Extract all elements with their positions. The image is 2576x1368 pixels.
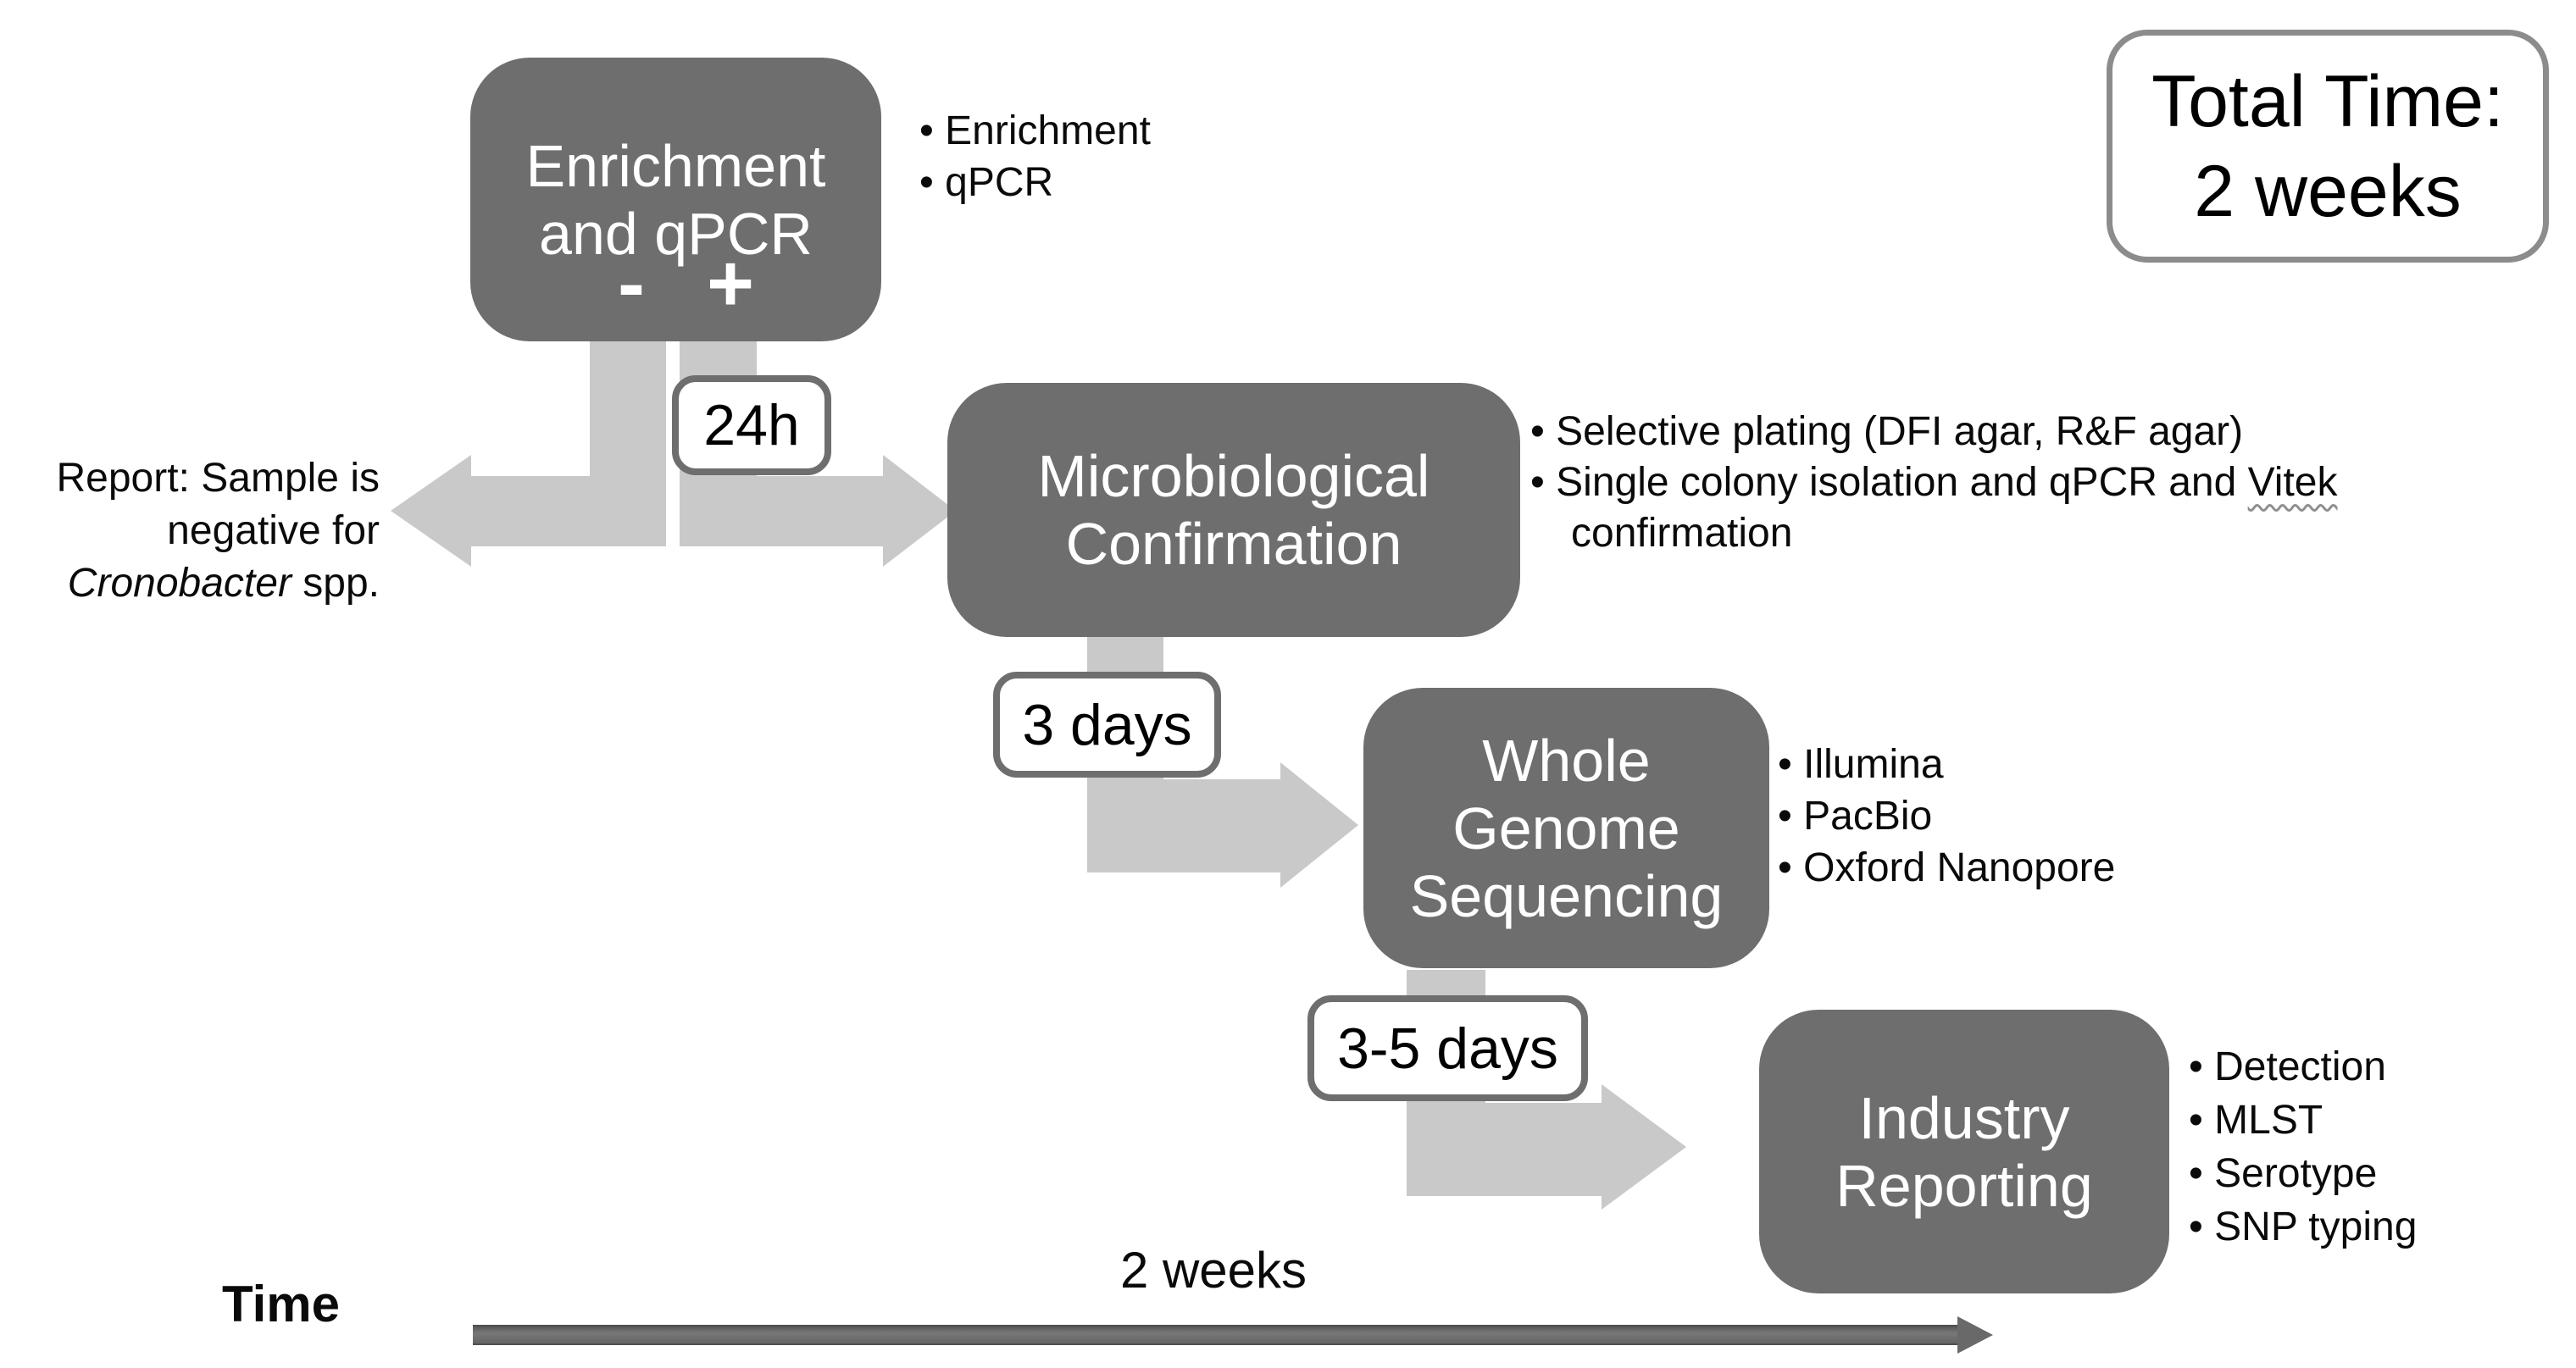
stage-title-line: Genome: [1452, 795, 1680, 861]
wgs-to-industry-arrowhead-right: [1602, 1084, 1686, 1210]
negative-result-symbol: -: [618, 238, 645, 329]
time-axis-bar: [473, 1325, 1957, 1345]
species-suffix: spp.: [291, 561, 380, 606]
stage-box-industry-reporting: Industry Reporting: [1759, 1010, 2169, 1293]
total-time-box: Total Time: 2 weeks: [2107, 30, 2549, 263]
total-time-line1: Total Time:: [2151, 60, 2504, 142]
micro-bullet-list: • Selective plating (DFI agar, R&F agar)…: [1530, 407, 2530, 559]
list-item: • Detection: [2189, 1044, 2386, 1089]
stage-title-line: Enrichment: [525, 133, 826, 199]
report-line: Report: Sample is: [56, 456, 380, 501]
time-axis-arrowhead: [1957, 1316, 1993, 1354]
wgs-bullet-list: • Illumina • PacBio • Oxford Nanopore: [1778, 739, 2115, 894]
stage-title-line: Microbiological: [1037, 443, 1430, 509]
list-item-text: • Single colony isolation and qPCR and: [1530, 460, 2248, 505]
industry-bullet-list: • Detection • MLST • Serotype • SNP typi…: [2189, 1040, 2417, 1254]
duration-label-3-days: 3 days: [993, 672, 1221, 778]
list-item: • qPCR: [919, 160, 1054, 205]
duration-label-24h: 24h: [672, 375, 831, 475]
list-item: • SNP typing: [2189, 1205, 2418, 1249]
stage-box-microbiological-confirmation: Microbiological Confirmation: [947, 383, 1520, 637]
negative-report-text: Report: Sample is negative for Cronobact…: [17, 452, 380, 610]
micro-to-wgs-arrowhead-right: [1280, 762, 1358, 888]
vitek-spellcheck-underline: Vitek: [2247, 460, 2338, 505]
duration-label-3-5-days: 3-5 days: [1307, 995, 1588, 1101]
report-line: negative for: [167, 508, 380, 553]
positive-branch-horizontal-shaft: [680, 476, 883, 546]
stage-title-line: Whole: [1482, 727, 1651, 794]
stage-box-whole-genome-sequencing: Whole Genome Sequencing: [1363, 688, 1769, 968]
positive-branch-arrowhead-right: [883, 455, 956, 567]
list-item: • MLST: [2189, 1098, 2323, 1143]
list-item: • Serotype: [2189, 1151, 2378, 1196]
stage-title-line: and qPCR: [539, 201, 813, 267]
list-item: • PacBio: [1778, 794, 1933, 839]
list-item: • Single colony isolation and qPCR and V…: [1530, 457, 2530, 559]
total-time-line2: 2 weeks: [2194, 150, 2462, 232]
negative-branch-arrowhead-left: [391, 455, 471, 567]
negative-branch-horizontal-shaft: [471, 476, 666, 546]
duration-text: 3-5 days: [1337, 1016, 1558, 1081]
list-item-wrap: confirmation: [1571, 511, 1793, 556]
stage-title-line: Sequencing: [1409, 862, 1724, 929]
stage-title-line: Reporting: [1835, 1152, 2093, 1219]
stage-box-enrichment-qpcr: Enrichment and qPCR - +: [470, 58, 881, 341]
duration-text: 3 days: [1022, 692, 1192, 757]
wgs-to-industry-horizontal-shaft: [1407, 1103, 1602, 1196]
enrichment-bullet-list: • Enrichment • qPCR: [919, 105, 1166, 208]
time-axis-label: Time: [222, 1276, 340, 1332]
stage-title-line: Industry: [1858, 1084, 2070, 1151]
time-axis-duration: 2 weeks: [1119, 1242, 1307, 1299]
micro-to-wgs-horizontal-shaft: [1087, 779, 1280, 872]
result-symbols: - +: [470, 241, 881, 336]
stage-title-line: Confirmation: [1065, 511, 1402, 577]
list-item: • Selective plating (DFI agar, R&F agar): [1530, 409, 2244, 454]
report-line: Cronobacter spp.: [17, 557, 380, 610]
list-item: • Oxford Nanopore: [1778, 845, 2116, 890]
list-item: • Enrichment: [919, 108, 1151, 153]
duration-text: 24h: [703, 393, 800, 457]
list-item: • Illumina: [1778, 742, 1944, 787]
positive-result-symbol: +: [706, 238, 755, 329]
species-name-italic: Cronobacter: [67, 561, 291, 606]
